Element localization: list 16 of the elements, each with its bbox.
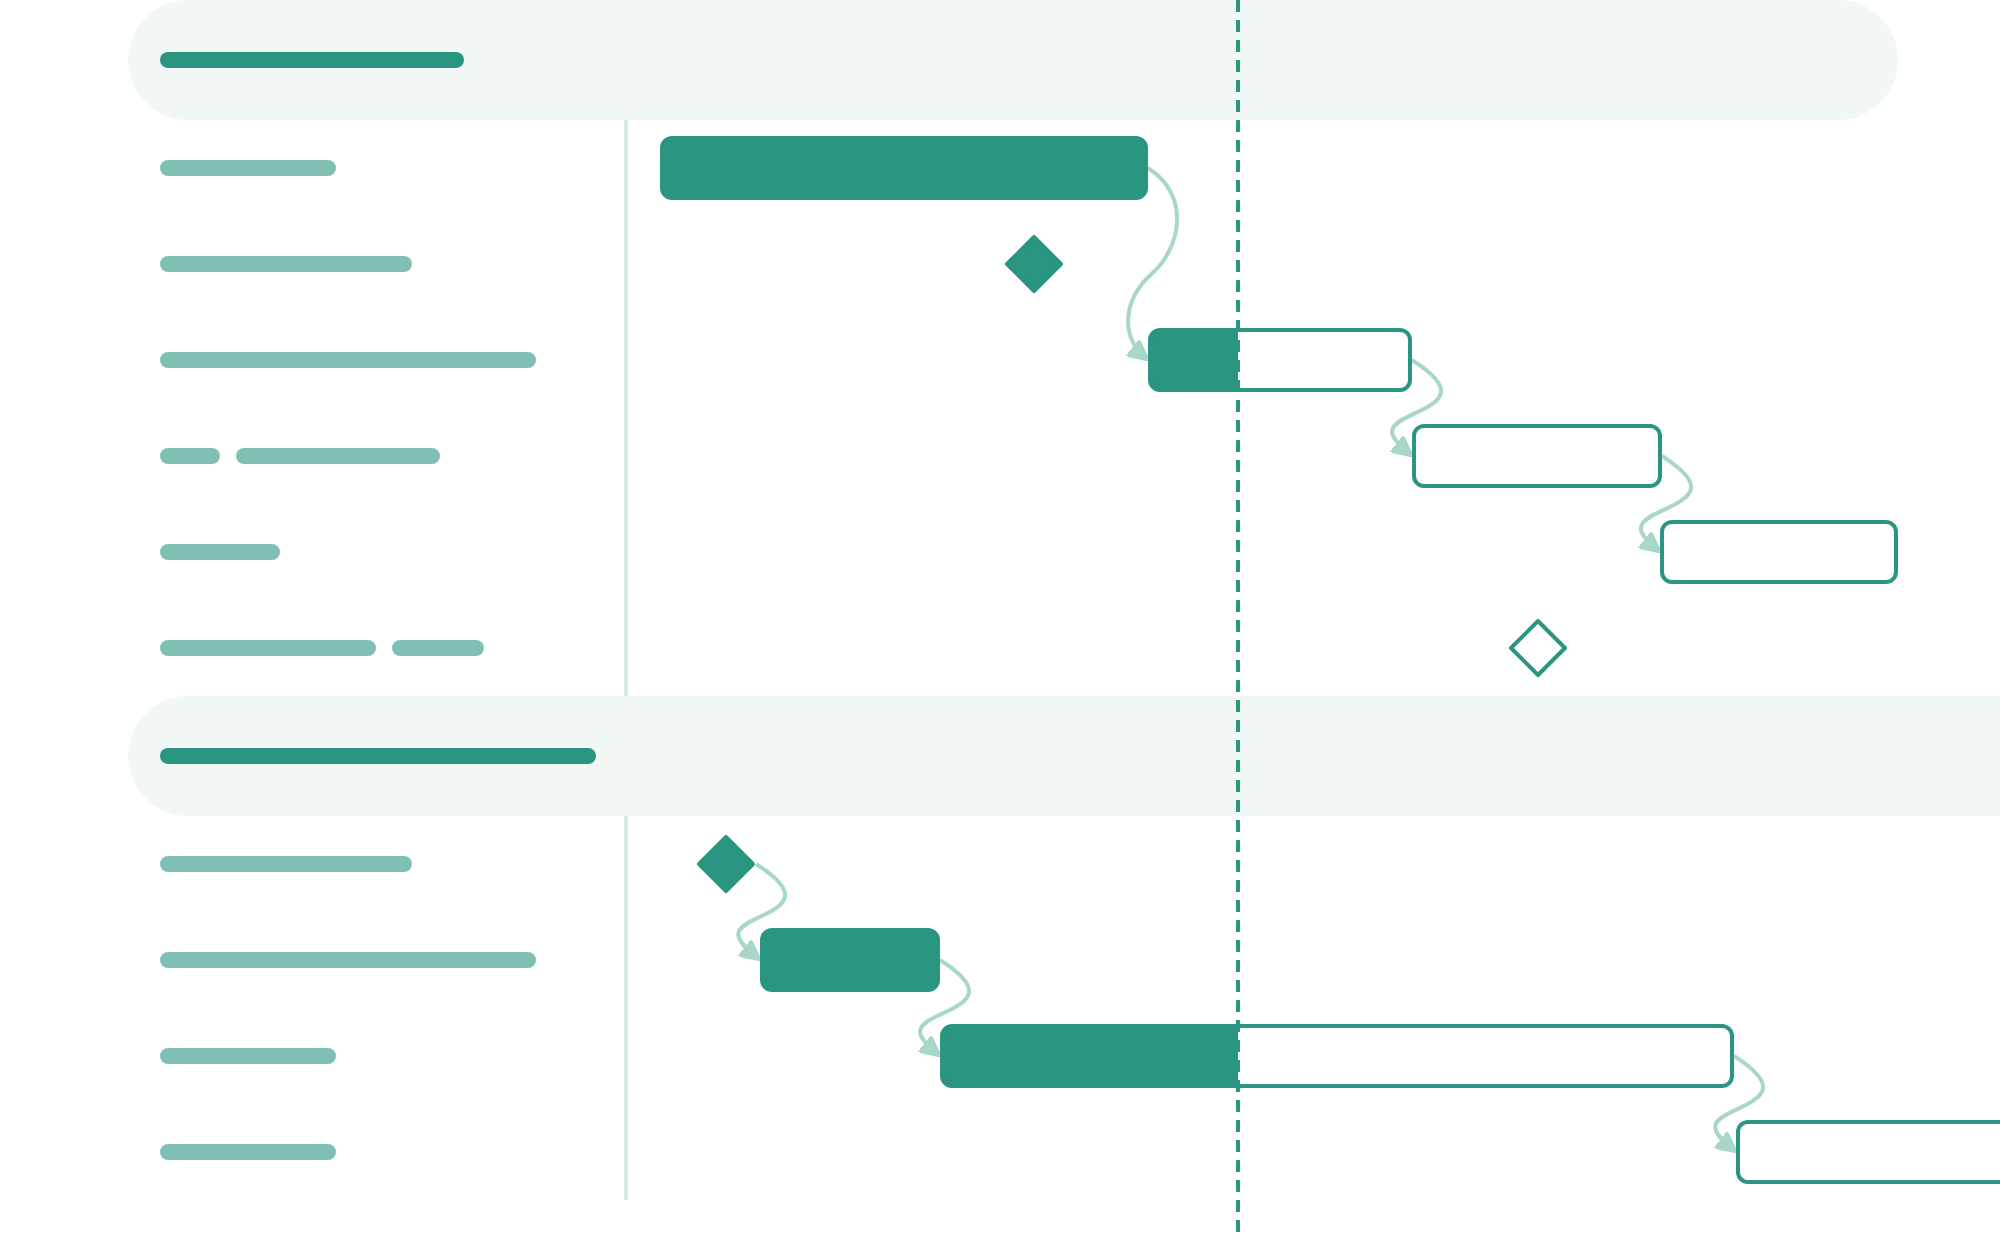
task-bar	[1412, 424, 1662, 488]
milestone-diamond	[696, 834, 756, 894]
task-bar	[1736, 1120, 2000, 1184]
completed-task-bar	[660, 136, 1148, 200]
dependency-arrow	[916, 958, 971, 1058]
milestone-diamond	[1508, 618, 1568, 678]
completed-task-bar	[760, 928, 940, 992]
dependency-arrow	[736, 862, 787, 962]
dependency-arrow	[1712, 1054, 1765, 1154]
task-bar	[1660, 520, 1898, 584]
dependency-arrow	[1636, 454, 1693, 554]
dependency-arrow	[1125, 166, 1179, 362]
milestone-diamond	[1004, 234, 1064, 294]
in-progress-task-bar	[940, 1024, 1734, 1088]
in-progress-task-bar	[1148, 328, 1412, 392]
dependency-arrow	[1388, 358, 1443, 458]
